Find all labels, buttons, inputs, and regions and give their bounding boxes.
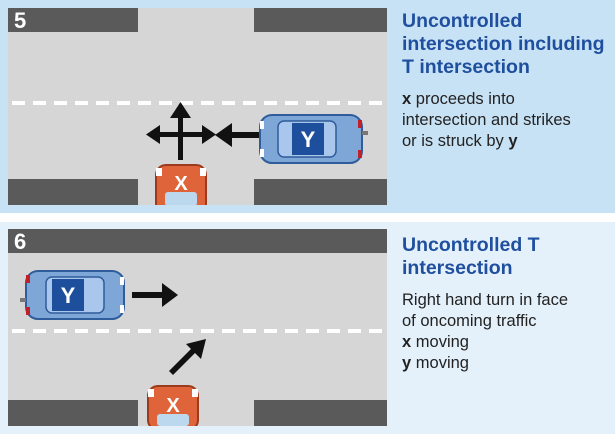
vehicle-ref: x [402, 333, 412, 351]
right-arrow-icon [132, 283, 178, 307]
vehicle-x: X [147, 385, 199, 426]
kerb-block-bottom-right [254, 179, 387, 205]
vehicle-y: Y [259, 114, 368, 164]
vehicle-y-label: Y [301, 127, 316, 152]
scenario-panel-5: Y X 5 Uncontrolled intersection includin… [0, 0, 615, 213]
heading-line: Uncontrolled T [402, 234, 540, 256]
heading-line: intersection including [402, 33, 605, 55]
heading-line: T intersection [402, 56, 530, 78]
kerb-block-bottom-left [8, 179, 138, 205]
diagram-6: Y X [8, 229, 387, 426]
four-way-arrow-icon [146, 102, 216, 160]
heading-line: intersection [402, 257, 513, 279]
vehicle-x-label: X [166, 395, 180, 417]
vehicle-ref: y [402, 354, 412, 372]
vehicle-y: Y [20, 270, 125, 320]
body-line: x proceeds into [402, 90, 515, 108]
vehicle-x: X [155, 164, 207, 205]
scenario-panel-6: Y X 6 Uncontrolled T [0, 222, 615, 434]
diagram-5: Y X [8, 8, 387, 205]
heading: Uncontrolled intersection including T in… [402, 10, 609, 79]
vehicle-y-label: Y [61, 283, 76, 308]
heading-line: Uncontrolled [402, 10, 523, 32]
body-line: or is struck by y [402, 132, 518, 150]
kerb-top [8, 229, 387, 253]
body-line: intersection and strikes [402, 111, 571, 129]
kerb-block-top-right [254, 8, 387, 32]
diagonal-arrow-icon [169, 339, 206, 375]
kerb-block-top-left [8, 8, 138, 32]
vehicle-ref: y [508, 132, 518, 150]
heading: Uncontrolled T intersection [402, 234, 609, 280]
body-line: Right hand turn in face [402, 291, 569, 309]
left-arrow-icon [215, 123, 260, 147]
kerb-block-bottom-left [8, 400, 138, 426]
body-line: x moving [402, 333, 469, 351]
vehicle-x-label: X [174, 173, 188, 195]
kerb-block-bottom-right [254, 400, 387, 426]
body-line: y moving [402, 354, 469, 372]
vehicle-ref: x [402, 90, 412, 108]
description-5: Uncontrolled intersection including T in… [402, 10, 609, 152]
description-6: Uncontrolled T intersection Right hand t… [402, 234, 609, 374]
scenario-number: 5 [14, 8, 27, 33]
scenario-number: 6 [14, 229, 27, 254]
body-line: of oncoming traffic [402, 312, 537, 330]
